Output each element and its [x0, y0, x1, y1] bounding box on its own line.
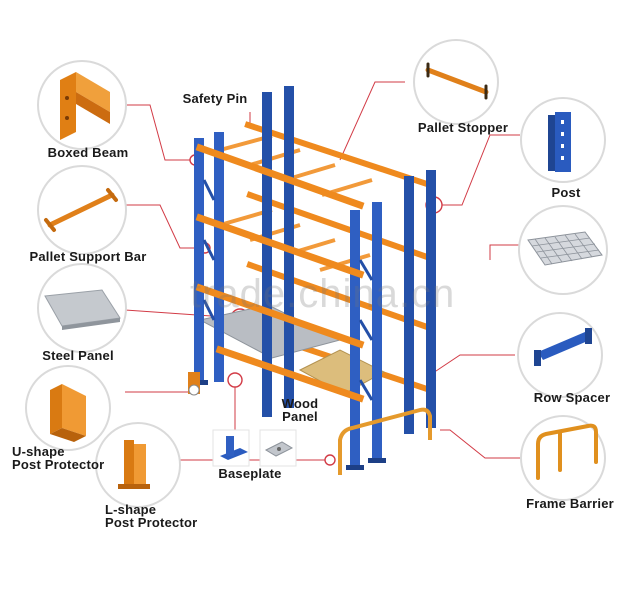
baseplate-icons — [213, 430, 296, 466]
post-part — [548, 112, 571, 172]
label-u-shape-post-protector: U-shape Post Protector — [12, 445, 104, 471]
label-post: Post — [552, 186, 581, 200]
label-wood-panel-line2: Panel — [282, 410, 319, 423]
label-safety-pin: Safety Pin — [183, 92, 248, 106]
watermark: trade.china.cn — [190, 272, 455, 317]
label-l-shape-post-protector: L-shape Post Protector — [105, 503, 197, 529]
label-row-spacer: Row Spacer — [534, 391, 610, 405]
circle-frame-barrier — [521, 416, 605, 500]
label-pallet-stopper: Pallet Stopper — [418, 121, 508, 135]
label-baseplate: Baseplate — [218, 467, 281, 481]
label-steel-panel: Steel Panel — [42, 349, 114, 363]
label-frame-barrier: Frame Barrier — [526, 497, 614, 511]
label-boxed-beam: Boxed Beam — [48, 146, 129, 160]
label-l-shape-line2: Post Protector — [105, 516, 197, 529]
circle-row-spacer — [518, 313, 602, 397]
label-wood-panel: Wood Panel — [282, 397, 319, 423]
label-pallet-support-bar: Pallet Support Bar — [29, 250, 146, 264]
label-u-shape-line2: Post Protector — [12, 458, 104, 471]
